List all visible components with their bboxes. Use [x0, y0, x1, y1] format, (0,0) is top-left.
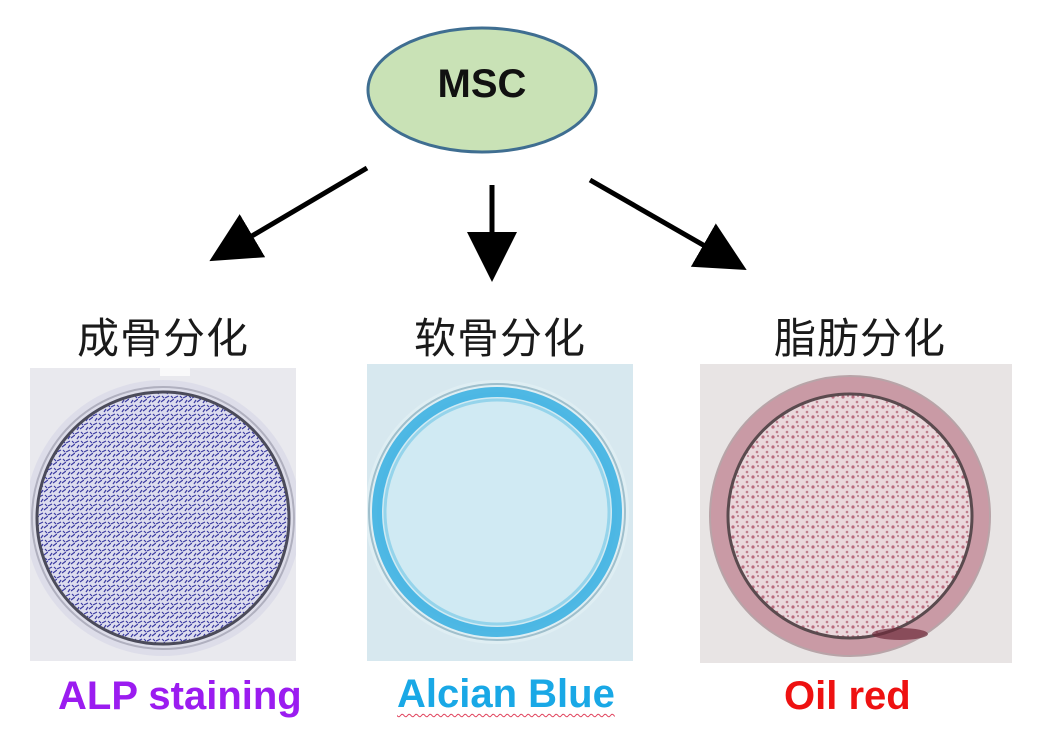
- chondrogenic-title: 软骨分化: [413, 314, 586, 363]
- adipogenic-caption: Oil red: [784, 674, 911, 718]
- root-node-ellipse: [366, 26, 598, 154]
- osteogenic-plate-image: [30, 368, 296, 661]
- chondrogenic-caption: Alcian Blue: [397, 672, 615, 716]
- osteogenic-caption: ALP staining: [58, 674, 302, 718]
- arrow-to-osteogenic: [209, 165, 369, 262]
- adipogenic-plate-image: [700, 364, 1012, 663]
- osteogenic-title: 成骨分化: [76, 314, 249, 363]
- arrow-to-adipogenic: [588, 177, 747, 270]
- adipogenic-title: 脂肪分化: [773, 314, 946, 363]
- root-node-label: MSC: [437, 62, 527, 106]
- chondrogenic-plate-image: [367, 364, 633, 661]
